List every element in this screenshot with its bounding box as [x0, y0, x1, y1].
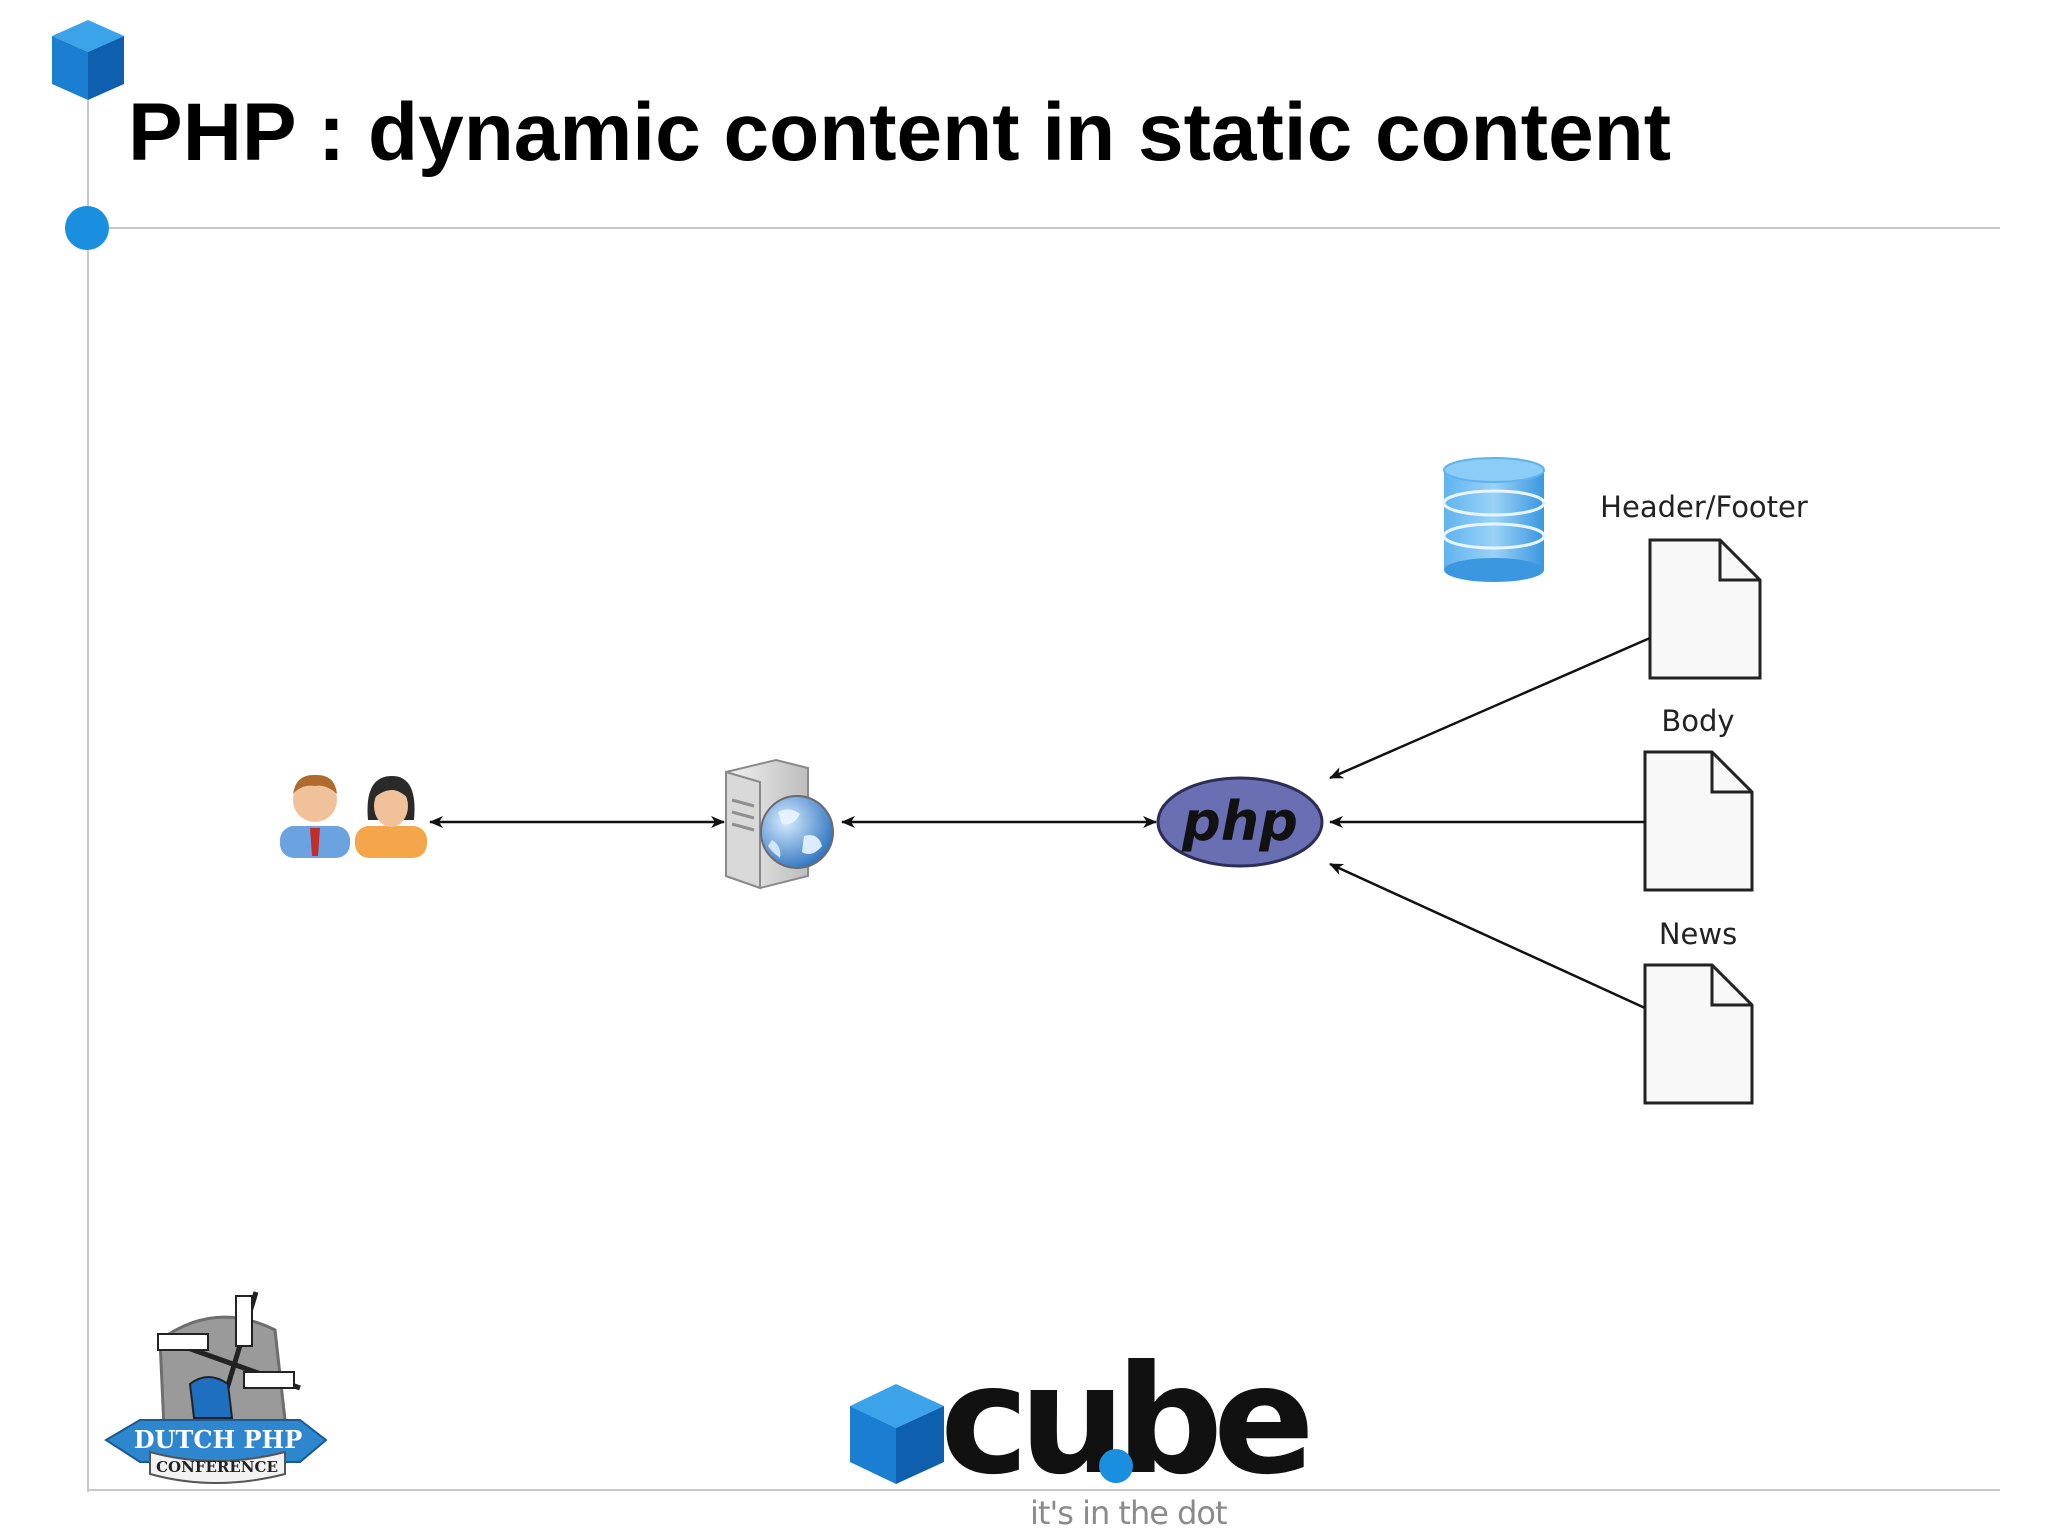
document-body-icon — [1643, 750, 1754, 892]
arrow-headerfooter-php — [1329, 636, 1651, 780]
document-news-icon — [1643, 963, 1754, 1105]
cube-logo-word: cube — [940, 1334, 1308, 1508]
document-header-footer-icon — [1648, 538, 1762, 680]
cube-tagline: it's in the dot — [1030, 1494, 1228, 1532]
document-label-header-footer: Header/Footer — [1600, 490, 1808, 524]
slide-title: PHP : dynamic content in static content — [128, 87, 1672, 178]
cube-logo-icon — [850, 1384, 944, 1484]
document-label-news: News — [1658, 917, 1738, 951]
users-icon — [280, 774, 427, 858]
php-logo-text: php — [1181, 790, 1298, 853]
document-label-body: Body — [1661, 704, 1735, 738]
timeline-dot-icon — [65, 206, 109, 250]
arrow-news-php — [1329, 862, 1646, 1010]
dutch-php-logo-line1: DUTCH PHP — [134, 1425, 303, 1454]
web-server-icon — [725, 758, 834, 890]
dutch-php-logo-line2: CONFERENCE — [156, 1458, 278, 1476]
php-logo-icon: php — [1156, 776, 1324, 868]
database-icon — [1442, 457, 1546, 582]
header-cube-icon — [52, 20, 124, 100]
cube-logo-dot-icon — [1099, 1449, 1133, 1483]
